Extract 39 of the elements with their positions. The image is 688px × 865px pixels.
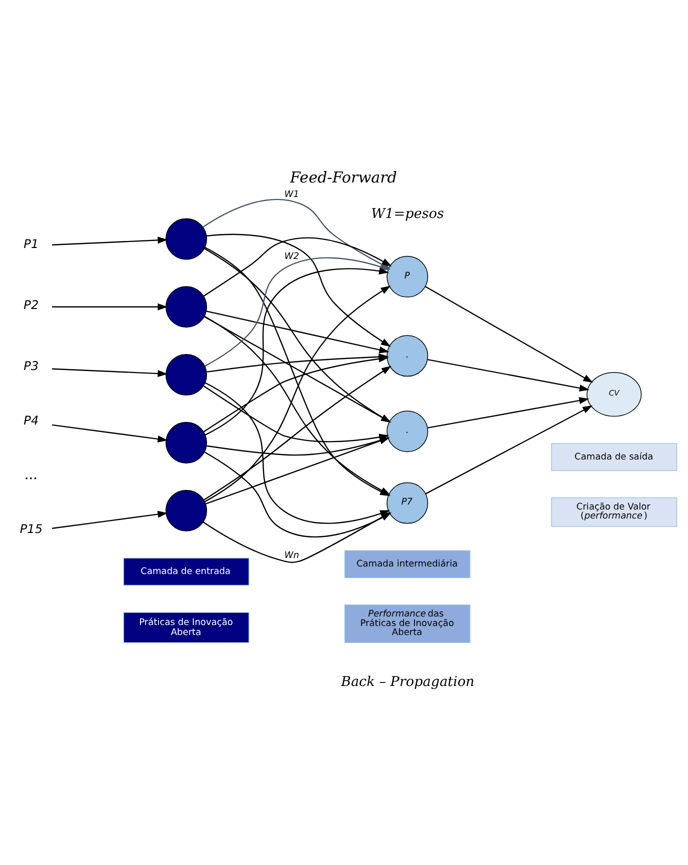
node-text: P2 xyxy=(24,298,39,312)
diagram-title: Feed-Forward xyxy=(290,168,397,186)
arrow xyxy=(424,286,594,383)
label: W1=pesos xyxy=(371,206,444,222)
arrow xyxy=(427,358,590,392)
node-circle xyxy=(166,422,208,464)
arrow xyxy=(52,510,168,529)
node-circle: P xyxy=(386,256,428,298)
node-ellipse: CV xyxy=(586,372,642,417)
arrow xyxy=(206,310,390,354)
node-box: Camada de entrada xyxy=(123,558,250,586)
edge-label: W2 xyxy=(284,252,300,262)
node-text: P1 xyxy=(24,236,39,251)
label: ... xyxy=(24,467,38,484)
node-circle xyxy=(166,354,208,396)
arrow xyxy=(203,355,389,432)
node-box: Performance das Práticas de Inovação Aberta xyxy=(344,604,470,644)
arrow xyxy=(52,368,168,378)
node-circle xyxy=(166,286,208,328)
edge-label: Wn xyxy=(284,550,300,561)
node-text: P4 xyxy=(24,413,39,428)
arrow xyxy=(52,303,168,310)
node-circle xyxy=(166,490,208,532)
node-circle: . xyxy=(386,335,428,377)
node-circle: . xyxy=(386,410,428,452)
node-text: P15 xyxy=(20,522,43,536)
node-box: Camada de saída xyxy=(551,443,678,471)
node-box: Camada intermediária xyxy=(344,550,470,578)
arrow xyxy=(428,397,590,428)
arrow xyxy=(52,236,168,246)
node-box: Práticas de Inovação Aberta xyxy=(123,612,250,644)
label: Back – Propagation xyxy=(340,674,474,690)
arrow xyxy=(425,405,593,494)
node-circle xyxy=(166,218,208,260)
edge-label: W1 xyxy=(284,190,300,200)
node-box: Criação de Valor (performance) xyxy=(551,497,678,527)
node-circle: P7 xyxy=(386,482,428,524)
arrow xyxy=(52,424,168,442)
node-text: P3 xyxy=(24,359,39,374)
